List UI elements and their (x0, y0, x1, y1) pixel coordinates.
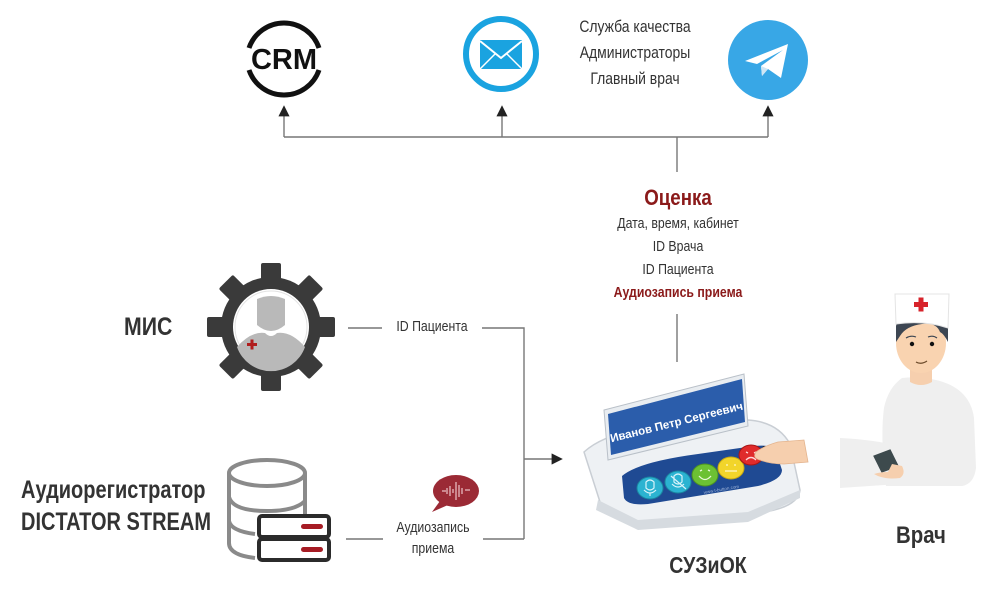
device-button-neutral[interactable] (717, 456, 745, 480)
device-button-call[interactable] (636, 476, 664, 500)
doctor-illustration (840, 293, 976, 488)
recipient-quality: Служба качества (579, 17, 691, 36)
evaluation-field-patient-id: ID Пациента (642, 261, 714, 278)
recipient-chief: Главный врач (590, 69, 680, 88)
audio-speech-bubble-icon (432, 475, 479, 512)
device-label: СУЗиОК (669, 552, 747, 578)
recorder-edge-label-line2: приема (411, 540, 455, 557)
device-url: www.t-button.com (703, 484, 739, 495)
evaluation-field-datetime: Дата, время, кабинет (617, 215, 739, 232)
device-buttons (636, 444, 764, 500)
database-server-icon (227, 458, 331, 562)
feedback-device: Иванов Петр Сергеевич www.t-button.com (583, 373, 809, 530)
recorder-label: Аудиорегистратор DICTATOR STREAM (0, 474, 211, 538)
evaluation-block: Оценка Дата, время, кабинет ID Врача ID … (580, 184, 776, 304)
evaluation-title: Оценка (644, 185, 712, 210)
device-button-happy[interactable] (691, 463, 719, 487)
nameplate: Иванов Петр Сергеевич (603, 373, 749, 461)
doctor-label: Врач (896, 522, 946, 549)
recorder-label-line1: Аудиорегистратор (21, 476, 206, 504)
mis-label: МИС (124, 313, 173, 341)
recipients-list: Служба качества Администраторы Главный в… (560, 14, 710, 92)
crm-logo-icon: CRM (246, 20, 322, 98)
recorder-label-line2: DICTATOR STREAM (21, 508, 211, 536)
recorder-edge-label-line1: Аудиозапись (396, 519, 470, 536)
evaluation-field-audio: Аудиозапись приема (613, 284, 743, 301)
evaluation-field-doctor-id: ID Врача (652, 238, 704, 255)
crm-label: CRM (251, 44, 317, 76)
recorder-edge-label: Аудиозапись приема (378, 517, 488, 559)
mis-edge-label: ID Пациента (396, 318, 468, 335)
mis-edge-right (482, 327, 525, 539)
telegram-plane-icon (728, 20, 808, 100)
gear-doctor-icon (207, 263, 335, 391)
pressing-finger (754, 439, 809, 465)
email-envelope-icon (463, 16, 539, 92)
recipient-admins: Администраторы (579, 43, 691, 62)
